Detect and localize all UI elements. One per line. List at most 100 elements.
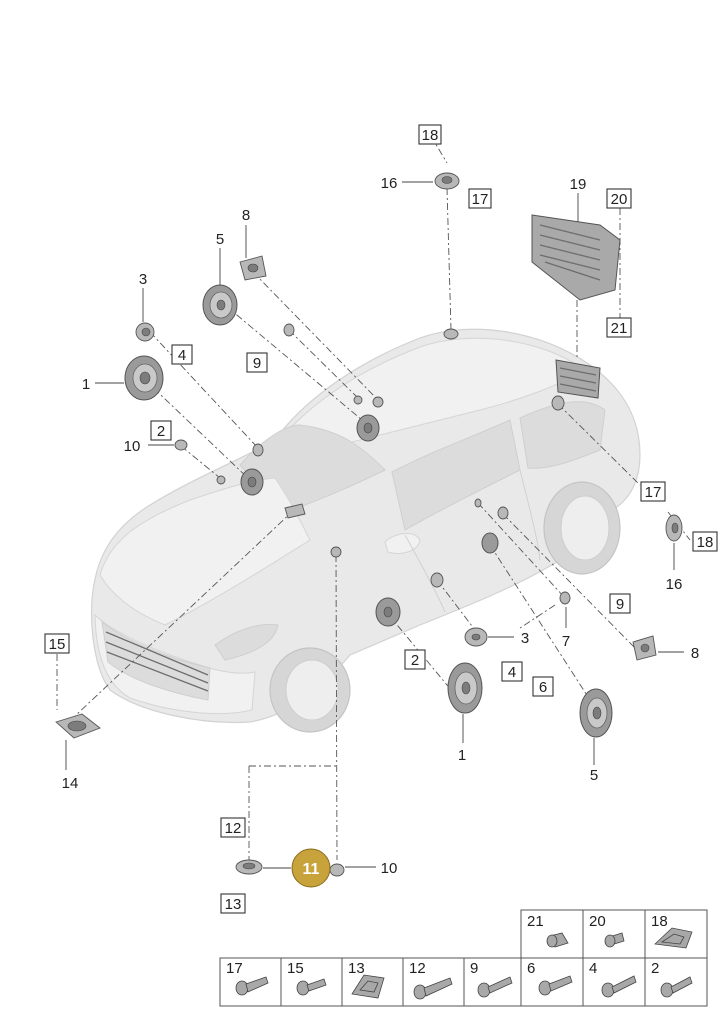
nut-bottom-icon <box>329 863 345 877</box>
parts <box>55 172 683 877</box>
right-rear-speaker-icon <box>579 688 613 738</box>
rear-upper-clip-icon <box>372 396 384 408</box>
rear-door-tweeter-icon <box>497 506 509 520</box>
subwoofer-housing-icon <box>555 359 601 399</box>
callout-3-right: 3 <box>521 630 529 647</box>
front-door-speaker-icon <box>124 355 164 401</box>
car-side-window-rear <box>519 401 606 469</box>
small-tweeter-icon <box>135 322 155 342</box>
clip-icon <box>283 323 295 337</box>
car-headlight <box>214 623 279 661</box>
rear-upper-fitting-icon <box>353 395 363 405</box>
callout-18-top: 18 <box>422 127 439 144</box>
callout-12: 12 <box>225 820 242 837</box>
rear-door-speaker-icon <box>481 532 499 554</box>
callout-17-right: 17 <box>645 484 662 501</box>
legend-label-9: 9 <box>470 960 478 977</box>
clip-nut-icon <box>654 927 693 949</box>
car-fitting-icon <box>216 475 226 485</box>
car-front-rim <box>285 659 339 721</box>
clip-13-icon <box>351 974 385 999</box>
callout-4-top: 4 <box>178 347 186 364</box>
car-rear-rim <box>560 495 610 561</box>
legend-label-15: 15 <box>287 960 304 977</box>
front-door-tweeter-icon <box>430 572 444 588</box>
callout-2-mid: 2 <box>411 652 419 669</box>
legend-label-4: 4 <box>589 960 597 977</box>
callout-5-bottom: 5 <box>590 767 598 784</box>
legend-label-18: 18 <box>651 913 668 930</box>
callout-4-right: 4 <box>508 664 516 681</box>
callout-2-top: 2 <box>157 423 165 440</box>
rear-fitting-icon <box>551 395 565 411</box>
callout-10-bottom: 10 <box>381 860 398 877</box>
callout-13: 13 <box>225 896 242 913</box>
rear-door-fitting-icon <box>474 498 482 508</box>
legend-label-13: 13 <box>348 960 365 977</box>
callout-16-top: 16 <box>381 175 398 192</box>
callout-10-top: 10 <box>124 438 141 455</box>
screw-2-icon <box>660 976 693 998</box>
callout-15: 15 <box>49 636 66 653</box>
center-speaker-icon <box>55 713 101 739</box>
legend-label-12: 12 <box>409 960 426 977</box>
car-tweeter-icon <box>252 443 264 457</box>
screw-9-icon <box>477 976 513 998</box>
callout-5-top: 5 <box>216 231 224 248</box>
callout-20: 20 <box>611 191 628 208</box>
bolt-icon <box>604 932 625 948</box>
screw-15-icon <box>296 978 327 996</box>
legend-label-21: 21 <box>527 913 544 930</box>
nut-icon <box>174 439 188 451</box>
right-small-tweeter-icon <box>464 627 488 647</box>
rear-tweeter-icon <box>665 514 683 542</box>
callout-3-top: 3 <box>139 271 147 288</box>
screw-12-icon <box>413 977 453 1000</box>
highlight-badge[interactable] <box>291 848 331 888</box>
fastener-legend: 21 20 18 17 15 13 12 9 6 4 2 <box>219 909 708 1007</box>
tweeter-icon <box>239 255 267 281</box>
bass-speaker-mount-icon <box>235 859 263 875</box>
callout-9-top: 9 <box>253 355 261 372</box>
roof-tweeter-icon <box>434 172 460 190</box>
callout-9-right: 9 <box>616 596 624 613</box>
roof-fitting-icon <box>443 328 459 340</box>
legend-label-2: 2 <box>651 960 659 977</box>
amplifier-unit-icon <box>531 214 621 301</box>
callout-17-top: 17 <box>472 191 489 208</box>
callout-7-right: 7 <box>562 633 570 650</box>
right-tweeter-icon <box>632 635 657 661</box>
callout-21: 21 <box>611 320 628 337</box>
screw-4-icon <box>601 975 637 998</box>
car-illustration <box>91 328 641 733</box>
car-door-line <box>404 534 446 613</box>
callout-1-top: 1 <box>82 376 90 393</box>
callout-16-right: 16 <box>666 576 683 593</box>
legend-label-20: 20 <box>589 913 606 930</box>
rear-upper-speaker-icon <box>356 414 380 442</box>
highlight-badge-label: 11 <box>303 861 320 878</box>
car-speaker-icon <box>240 468 264 496</box>
callout-8-top: 8 <box>242 207 250 224</box>
callout-1-bottom: 1 <box>458 747 466 764</box>
door-speaker-icon <box>202 284 238 326</box>
callout-19: 19 <box>570 176 587 193</box>
clip-right-icon <box>559 591 571 605</box>
car-door-line-rear <box>519 469 541 561</box>
leader-lines <box>65 181 684 869</box>
screw-17-icon <box>235 976 269 996</box>
legend-label-17: 17 <box>226 960 243 977</box>
front-door-low-speaker-icon <box>375 597 401 627</box>
callouts: 18 16 17 19 20 21 8 5 9 3 4 1 2 10 17 18… <box>44 124 718 914</box>
callout-14: 14 <box>62 775 79 792</box>
dash-sensor-icon <box>330 546 342 558</box>
legend-label-6: 6 <box>527 960 535 977</box>
car-grille-bars <box>105 631 209 692</box>
plug-icon <box>546 932 569 948</box>
car-side-mirror <box>384 533 421 554</box>
screw-6-icon <box>538 975 573 996</box>
callout-8-right: 8 <box>691 645 699 662</box>
callout-18-right: 18 <box>697 534 714 551</box>
